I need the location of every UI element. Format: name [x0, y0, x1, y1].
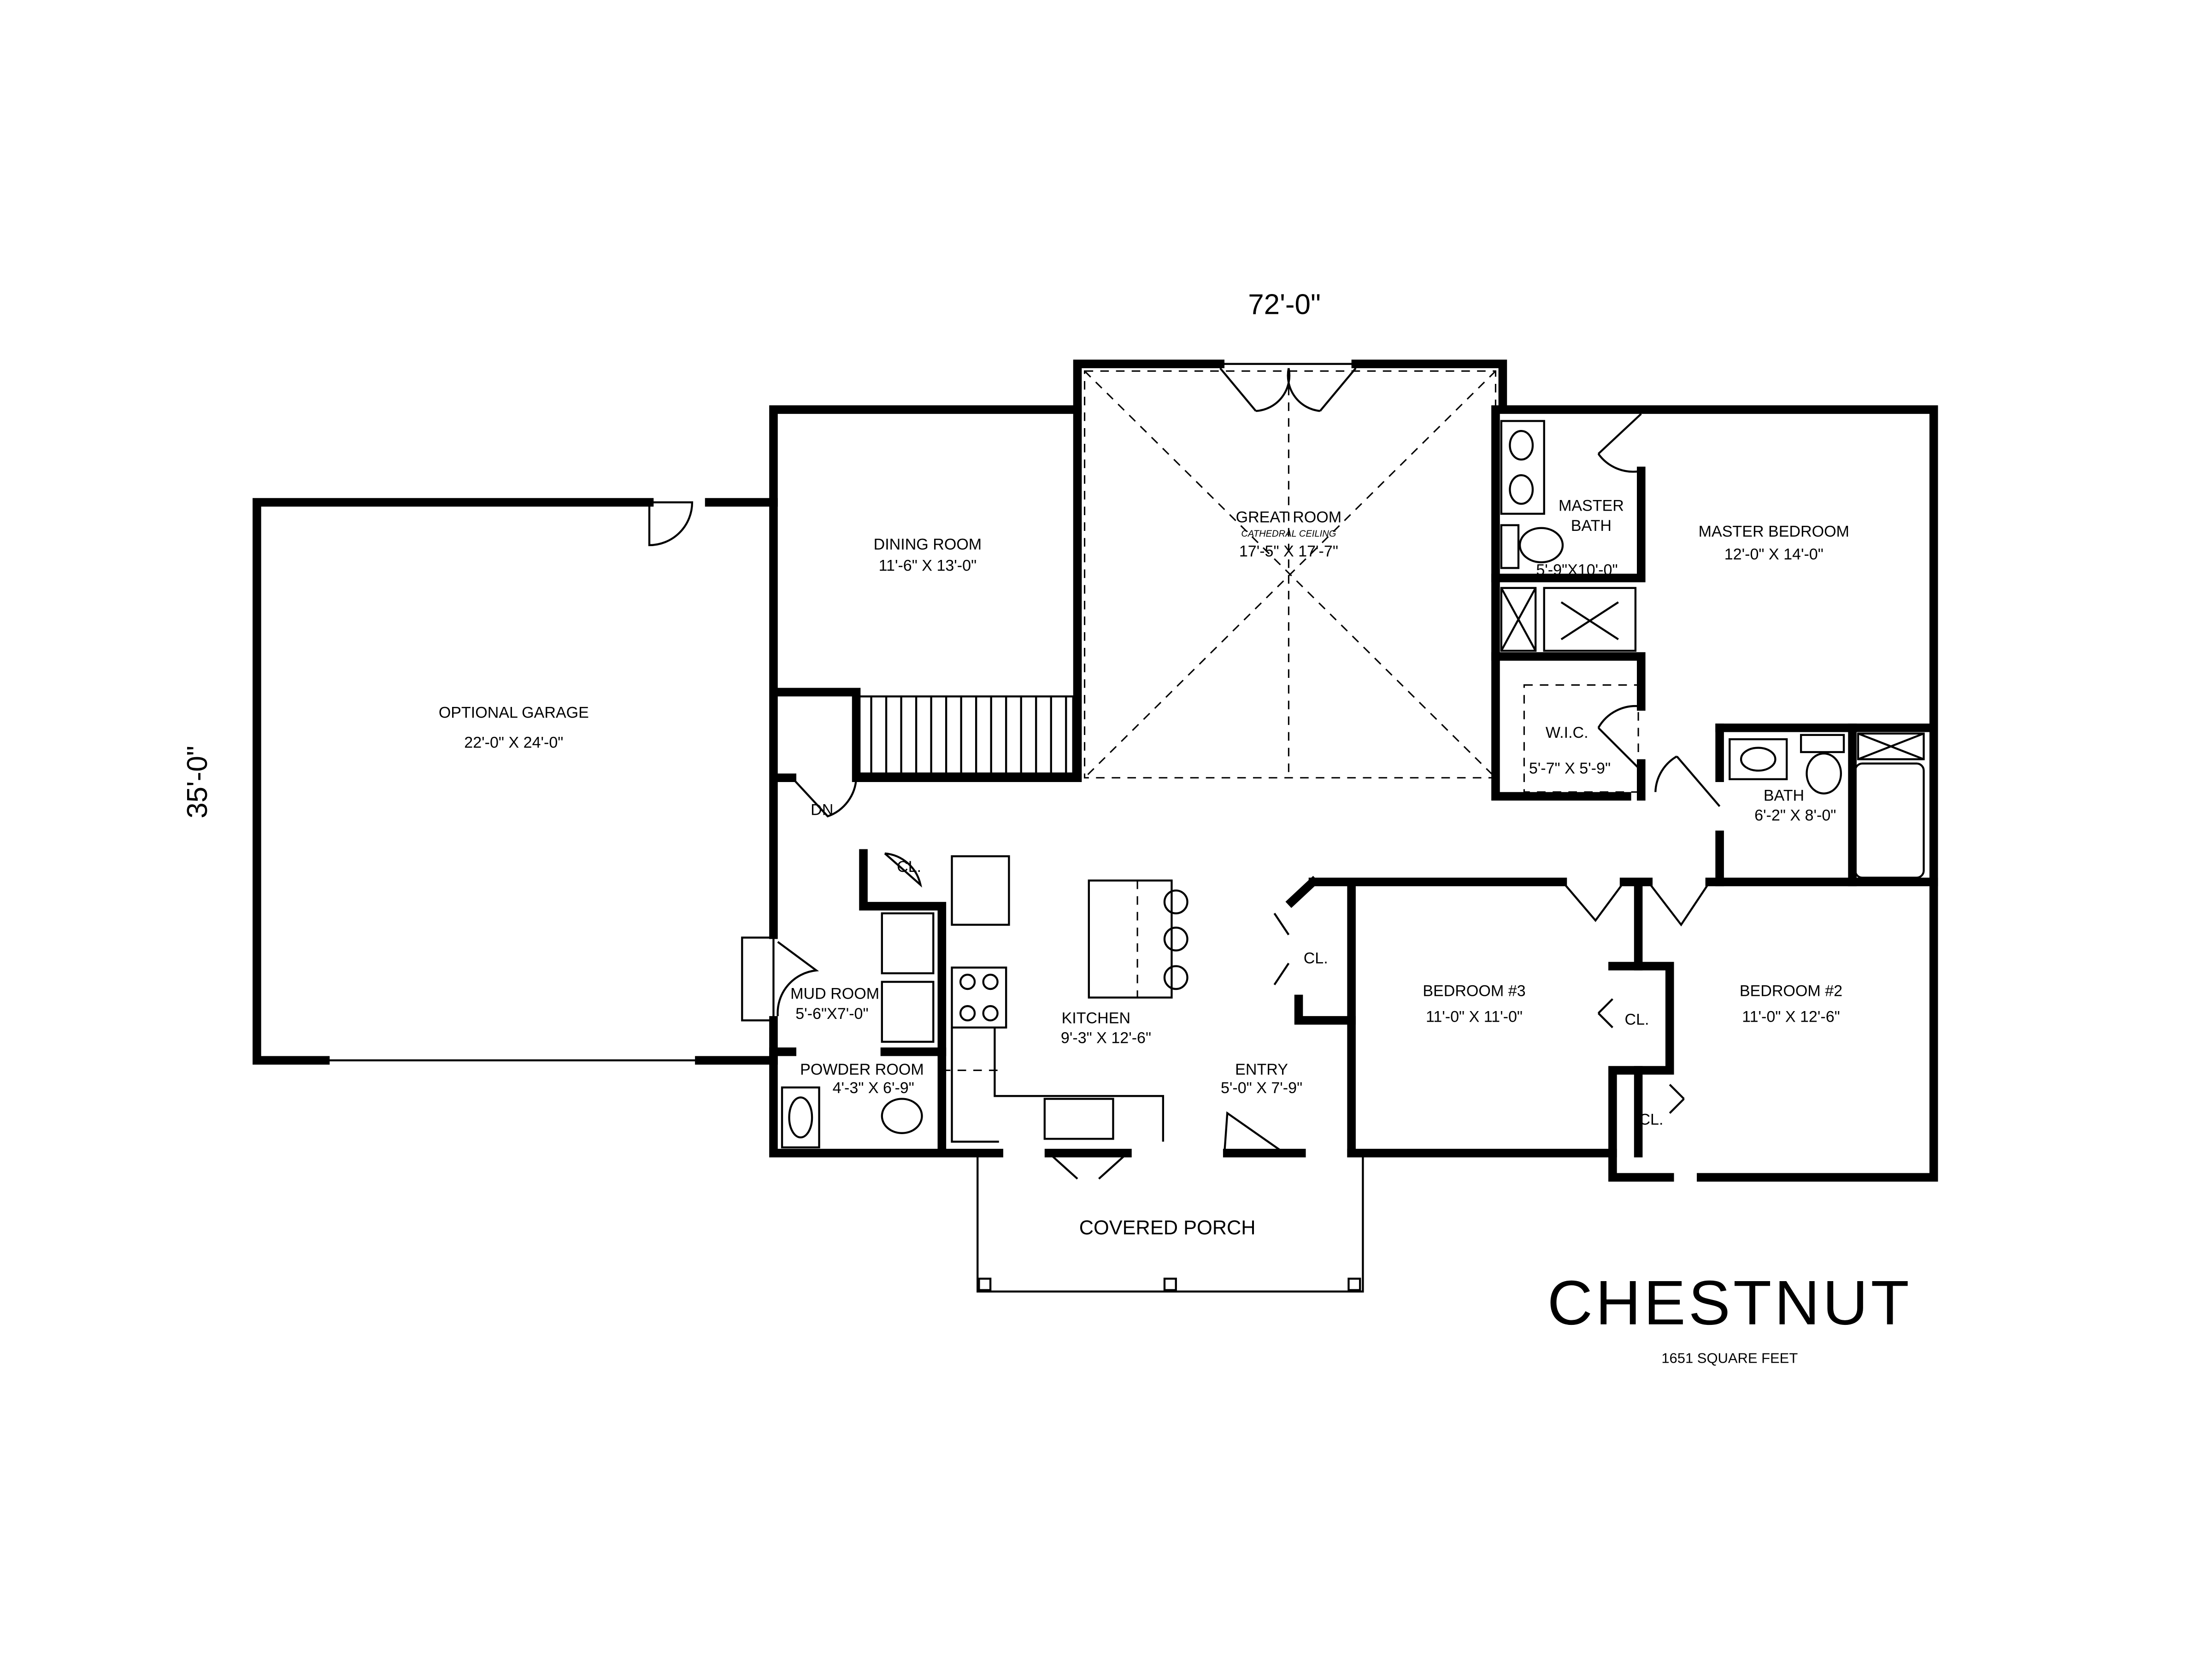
exterior-walls — [741, 359, 1938, 1182]
bedroom3-closet-label: CL. — [1625, 1011, 1649, 1028]
garage-label: OPTIONAL GARAGE — [439, 704, 589, 722]
bedroom-doors — [1562, 881, 1711, 927]
garage-door — [648, 501, 694, 547]
master-toilet — [1518, 527, 1564, 564]
mudroom-label: MUD ROOM — [790, 985, 879, 1003]
covered-porch — [977, 1153, 1364, 1293]
bedroom2-closet-label: CL. — [1639, 1111, 1663, 1128]
master-bedroom-size: 12'-0" X 14'-0" — [1724, 546, 1824, 563]
dining-size: 11'-6" X 13'-0" — [879, 557, 977, 575]
garage-walls — [253, 498, 778, 1065]
mudroom-size: 5'-6"X7'-0" — [795, 1005, 868, 1023]
powder-room-label: POWDER ROOM — [800, 1061, 924, 1078]
master-shower — [1543, 587, 1637, 652]
kitchen-label: KITCHEN — [1062, 1009, 1130, 1027]
stair-door — [791, 777, 858, 818]
dining-label: DINING ROOM — [874, 535, 982, 553]
master-bedroom-label: MASTER BEDROOM — [1699, 523, 1849, 540]
plan-area: 1651 SQUARE FEET — [1661, 1350, 1798, 1366]
master-bed-door — [1597, 413, 1642, 473]
powder-toilet — [881, 1098, 923, 1135]
entry-closet-doors — [1273, 912, 1290, 985]
rear-double-door — [1219, 367, 1357, 412]
overall-depth-dimension: 35'-0" — [182, 746, 213, 818]
washer — [881, 912, 935, 975]
plan-name: CHESTNUT — [1547, 1268, 1912, 1338]
refrigerator — [951, 855, 1010, 926]
bedroom3-label: BEDROOM #3 — [1423, 982, 1525, 1000]
master-bath-size: 5'-9"X10'-0" — [1536, 561, 1618, 579]
mudroom-door — [777, 941, 819, 1017]
double-vanity — [1500, 420, 1545, 515]
linen-closet — [1500, 587, 1537, 652]
bedroom-closet-doors — [1597, 998, 1685, 1114]
wic-door — [1597, 705, 1642, 771]
kitchen-closet-label: CL. — [897, 858, 921, 876]
kitchen-size: 9'-3" X 12'-6" — [1061, 1030, 1151, 1047]
wic-size: 5'-7" X 5'-9" — [1529, 759, 1611, 777]
great-room-size: 17'-5" X 17'-7" — [1239, 543, 1338, 560]
mudroom-step — [741, 936, 775, 1022]
wic-label: W.I.C. — [1546, 724, 1588, 741]
great-room-label: GREAT ROOM — [1236, 508, 1342, 526]
bath-size: 6'-2" X 8'-0" — [1754, 807, 1836, 824]
powder-sink — [781, 1086, 820, 1148]
bedroom3-size: 11'-0" X 11'-0" — [1426, 1008, 1523, 1025]
master-bath-label-2: BATH — [1571, 517, 1612, 535]
bath-door — [1654, 755, 1721, 807]
overall-width-dimension: 72'-0" — [1248, 288, 1321, 320]
entry-closet-label: CL. — [1304, 949, 1328, 967]
entry-closet-door — [1223, 1111, 1285, 1154]
stairs — [855, 695, 1074, 775]
bath-sink — [1729, 738, 1788, 781]
master-bath-label-1: MASTER — [1559, 497, 1624, 515]
dryer — [881, 981, 935, 1043]
kitchen-closet-door — [884, 852, 922, 888]
bathtub — [1854, 762, 1925, 879]
porch-label: COVERED PORCH — [1079, 1217, 1256, 1239]
powder-room-size: 4'-3" X 6'-9" — [833, 1079, 914, 1097]
great-room-note: CATHEDRAL CEILING — [1241, 529, 1336, 539]
entry-size: 5'-0" X 7'-9" — [1221, 1079, 1302, 1097]
cathedral-ceiling-lines — [1084, 370, 1496, 779]
bath-label: BATH — [1764, 787, 1804, 804]
interior-walls — [769, 405, 1938, 1158]
front-double-door — [1048, 1152, 1128, 1180]
entry-label: ENTRY — [1235, 1061, 1288, 1078]
stairs-dn-label: DN — [811, 801, 833, 818]
range — [951, 966, 1007, 1029]
garage-size: 22'-0" X 24'-0" — [464, 734, 563, 752]
kitchen-island — [1088, 879, 1173, 999]
bedroom2-size: 11'-0" X 12'-6" — [1742, 1008, 1840, 1025]
bath-toilet — [1806, 752, 1842, 794]
kitchen-sink — [1043, 1098, 1114, 1140]
fixtures — [781, 420, 1925, 1148]
bedroom2-label: BEDROOM #2 — [1740, 982, 1842, 1000]
